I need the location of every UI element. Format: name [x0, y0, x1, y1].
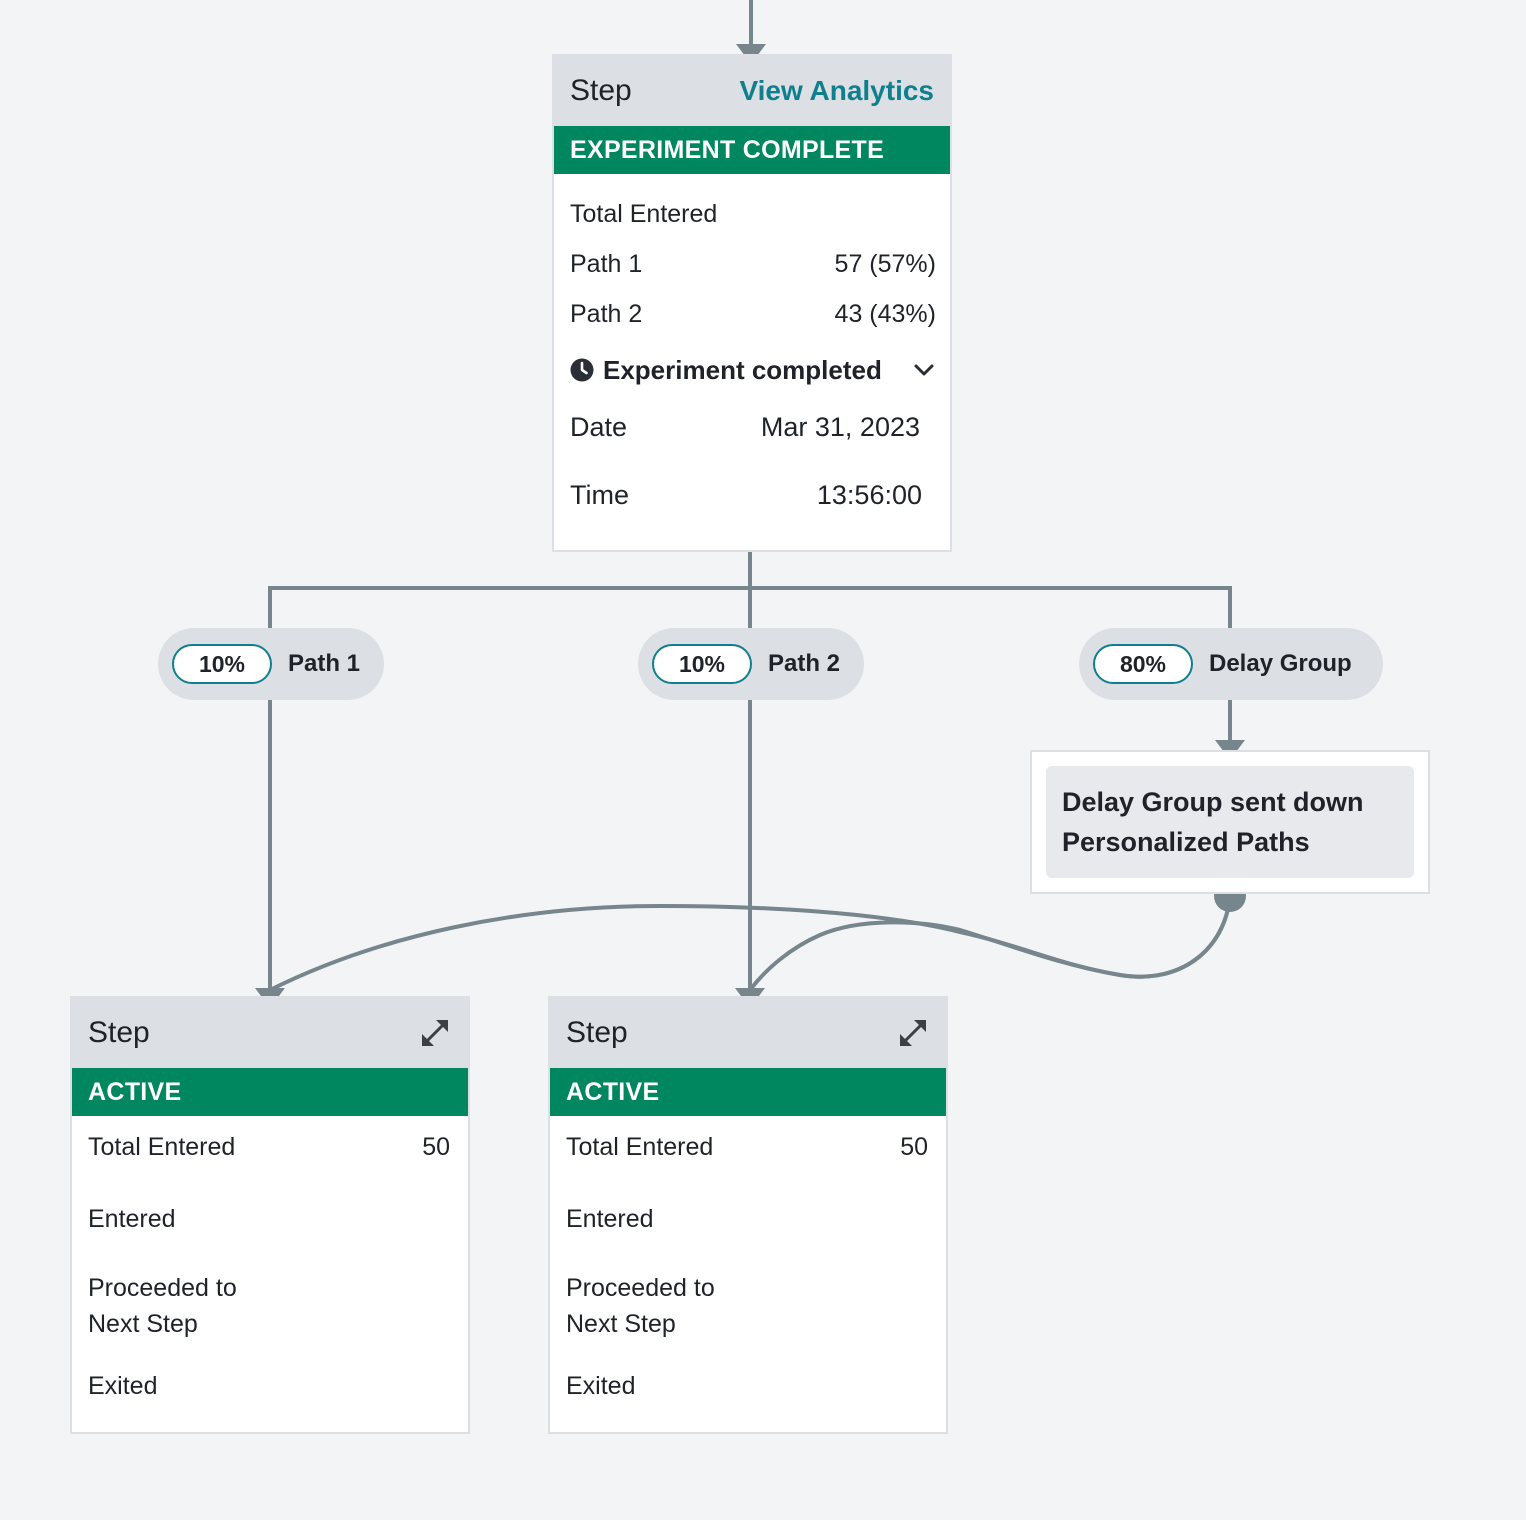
- path-value: 43 (43%): [834, 299, 936, 328]
- expand-icon[interactable]: [418, 1016, 452, 1050]
- total-entered-value: 50: [422, 1132, 450, 1161]
- total-entered-row: Total Entered: [554, 189, 950, 239]
- proceeded-label-line1: Proceeded to: [566, 1274, 715, 1302]
- branch-percent-badge: 10%: [172, 644, 272, 684]
- date-row: Date Mar 31, 2023: [554, 401, 950, 453]
- time-value: 13:56:00: [816, 479, 922, 510]
- experiment-step-card: Step View Analytics EXPERIMENT COMPLETE …: [552, 54, 952, 552]
- exited-row: Exited: [550, 1368, 946, 1404]
- branch-label: Path 2: [768, 650, 841, 677]
- path-1-row: Path 1 57 (57%): [554, 239, 950, 289]
- card-title: Step: [570, 74, 632, 107]
- card-title: Step: [566, 1016, 628, 1049]
- delay-message-line1: Delay Group sent down: [1062, 787, 1364, 817]
- step-card-path-1: Step ACTIVE Total Entered 50 Entered Pro…: [70, 996, 470, 1434]
- delay-group-node: Delay Group sent down Personalized Paths: [1030, 750, 1430, 894]
- proceeded-row: Proceeded to Next Step: [550, 1260, 946, 1368]
- entered-label: Entered: [566, 1204, 654, 1233]
- time-label: Time: [570, 479, 629, 510]
- experiment-completed-toggle[interactable]: Experiment completed: [554, 339, 950, 401]
- date-label: Date: [570, 411, 628, 442]
- experiment-completed-heading: Experiment completed: [570, 355, 882, 386]
- branch-pill-path-1[interactable]: 10% Path 1: [158, 628, 384, 700]
- proceeded-row: Proceeded to Next Step: [72, 1260, 468, 1368]
- branch-pill-path-2[interactable]: 10% Path 2: [638, 628, 864, 700]
- branch-percent-badge: 10%: [652, 644, 752, 684]
- total-entered-row: Total Entered 50: [72, 1116, 468, 1178]
- status-badge: ACTIVE: [550, 1068, 946, 1116]
- path-value: 57 (57%): [834, 249, 936, 278]
- path-label: Path 1: [570, 249, 643, 278]
- entered-label: Entered: [88, 1204, 176, 1233]
- branch-pill-delay-group[interactable]: 80% Delay Group: [1079, 628, 1383, 700]
- path-label: Path 2: [570, 299, 643, 328]
- path-2-row: Path 2 43 (43%): [554, 289, 950, 339]
- status-badge: EXPERIMENT COMPLETE: [554, 126, 950, 174]
- date-value: Mar 31, 2023: [760, 411, 920, 442]
- total-entered-row: Total Entered 50: [550, 1116, 946, 1178]
- total-entered-label: Total Entered: [570, 199, 718, 228]
- exited-label: Exited: [566, 1371, 636, 1400]
- card-title: Step: [88, 1016, 150, 1049]
- experiment-completed-label: Experiment completed: [603, 354, 882, 385]
- branch-label: Path 1: [288, 650, 361, 677]
- proceeded-label-line2: Next Step: [566, 1310, 676, 1338]
- branch-label: Delay Group: [1209, 650, 1352, 677]
- entered-row: Entered: [550, 1178, 946, 1260]
- card-header: Step: [72, 998, 468, 1068]
- delay-group-message: Delay Group sent down Personalized Paths: [1046, 766, 1414, 878]
- expand-icon[interactable]: [896, 1016, 930, 1050]
- view-analytics-link[interactable]: View Analytics: [739, 75, 934, 106]
- total-entered-label: Total Entered: [566, 1132, 714, 1161]
- total-entered-value: 50: [900, 1132, 928, 1161]
- exited-label: Exited: [88, 1371, 158, 1400]
- branch-percent-badge: 80%: [1093, 644, 1193, 684]
- chevron-down-icon[interactable]: [912, 358, 936, 382]
- time-row: Time 13:56:00: [554, 453, 950, 537]
- status-badge: ACTIVE: [72, 1068, 468, 1116]
- entered-row: Entered: [72, 1178, 468, 1260]
- step-card-path-2: Step ACTIVE Total Entered 50 Entered Pro…: [548, 996, 948, 1434]
- delay-message-line2: Personalized Paths: [1062, 827, 1310, 857]
- exited-row: Exited: [72, 1368, 468, 1404]
- total-entered-label: Total Entered: [88, 1132, 236, 1161]
- proceeded-label-line1: Proceeded to: [88, 1274, 237, 1302]
- clock-icon: [570, 358, 594, 382]
- card-header: Step View Analytics: [554, 56, 950, 126]
- card-header: Step: [550, 998, 946, 1068]
- proceeded-label-line2: Next Step: [88, 1310, 198, 1338]
